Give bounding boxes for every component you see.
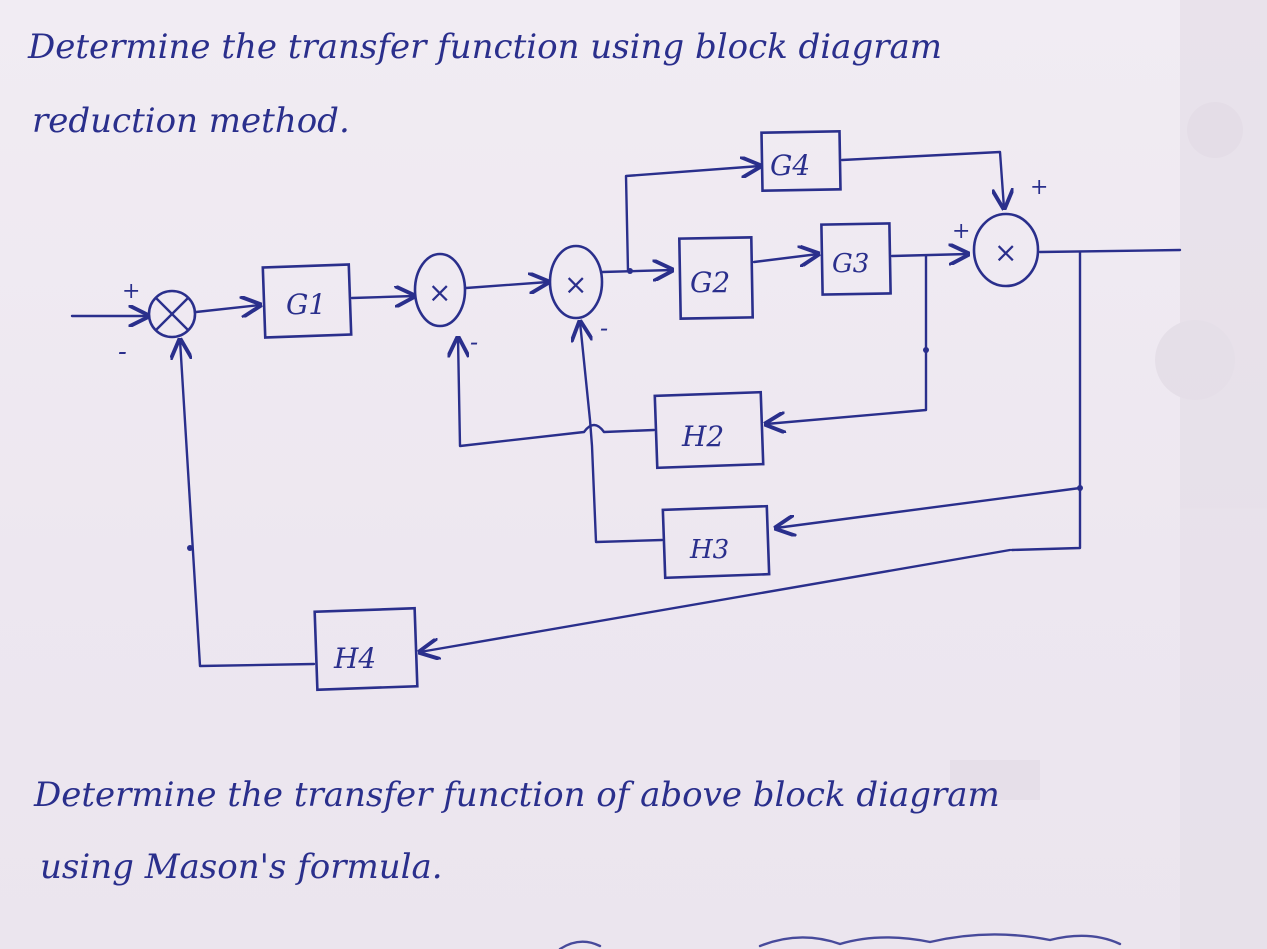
sign-s3-feedback: -: [600, 314, 608, 342]
paper-showthrough: [950, 0, 1267, 949]
block-h2: H2: [653, 390, 765, 470]
question-2-line-2: using Mason's formula.: [40, 847, 443, 887]
block-g1-label: G1: [286, 288, 326, 321]
block-h4: H4: [313, 606, 419, 692]
wire-s2-s3: [464, 282, 548, 288]
wire-s1-g1: [194, 305, 260, 312]
block-g1: G1: [261, 263, 353, 339]
block-h2-label: H2: [681, 420, 724, 453]
wire-output-h3: [776, 486, 1082, 528]
sign-s2-feedback: -: [470, 328, 478, 356]
svg-text:×: ×: [564, 268, 587, 301]
block-h4-label: H4: [333, 642, 376, 675]
wire-g1-s2: [350, 296, 414, 298]
wire-h2-s2: [458, 338, 656, 448]
wire-g3-h2: [766, 254, 928, 424]
summing-junction-4: ×: [972, 212, 1040, 288]
wire-takeoff-g4: [624, 166, 760, 273]
wire-g3-s4: [890, 254, 968, 256]
sign-s1-input: +: [122, 279, 140, 304]
wire-s3-g2: [600, 270, 672, 272]
question-1-line-1: Determine the transfer function using bl…: [27, 27, 942, 67]
question-2-line-1: Determine the transfer function of above…: [33, 775, 1000, 815]
block-g3: G3: [820, 222, 892, 296]
summing-junction-3: ×: [548, 244, 604, 320]
block-g4: G4: [760, 130, 842, 192]
block-g4-label: G4: [770, 149, 810, 182]
question-1-line-2: reduction method.: [32, 101, 350, 141]
block-h3-label: H3: [689, 535, 729, 565]
summing-junction-1: [147, 289, 197, 339]
sign-s4-g4: +: [1030, 175, 1048, 200]
wire-output-down: [1010, 250, 1082, 552]
cut-off-handwriting: [558, 933, 1122, 949]
wire-h3-s3: [580, 322, 664, 544]
wire-h4-s1: [180, 340, 316, 668]
block-g2: G2: [677, 236, 755, 320]
block-g3-label: G3: [832, 249, 869, 279]
block-g2-label: G2: [690, 266, 730, 299]
svg-text:×: ×: [428, 276, 451, 309]
sign-s1-feedback: -: [118, 337, 127, 367]
wire-output-h4: [420, 548, 1012, 652]
sign-s4-main: +: [952, 219, 970, 244]
svg-text:×: ×: [994, 236, 1017, 269]
wire-g2-g3: [752, 254, 818, 262]
summing-junction-2: ×: [413, 252, 467, 328]
block-h3: H3: [661, 504, 771, 580]
output-line: [1038, 248, 1182, 254]
wire-g4-s4: [840, 150, 1004, 208]
